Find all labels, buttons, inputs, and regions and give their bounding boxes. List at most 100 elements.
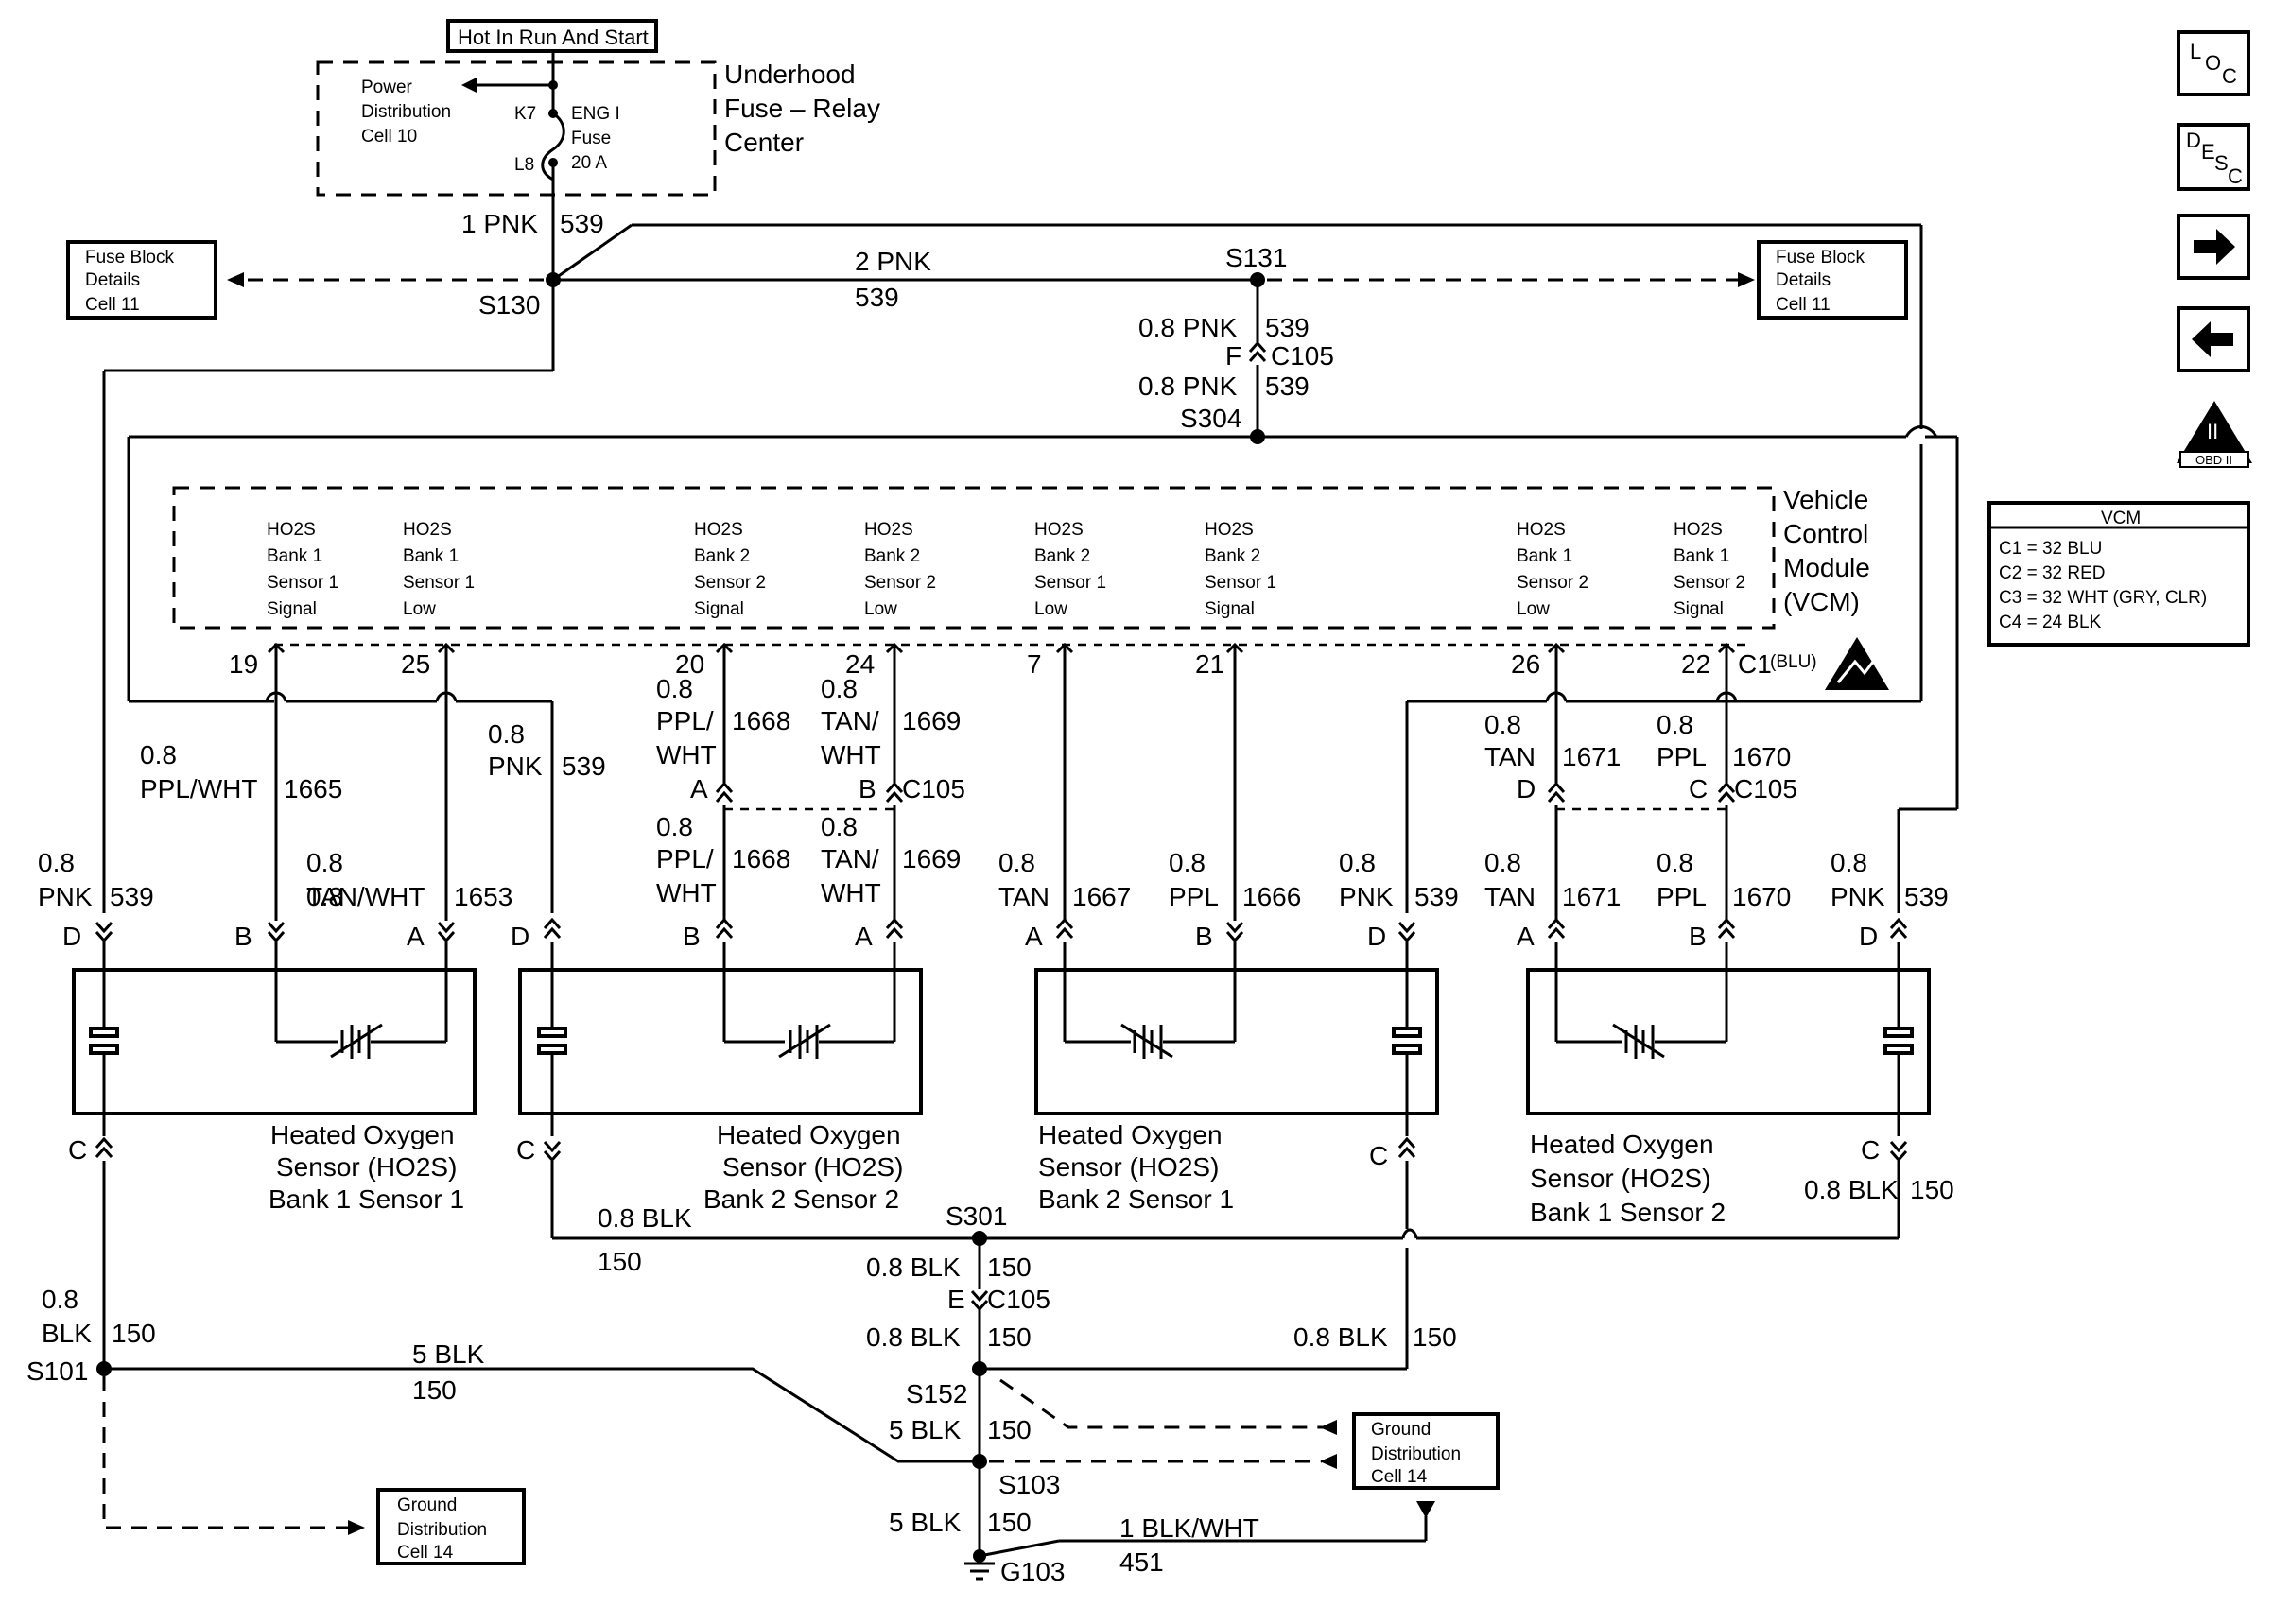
svg-text:Bank 1 Sensor 2: Bank 1 Sensor 2 [1530, 1198, 1726, 1227]
hot-in-run-box: Hot In Run And Start [446, 19, 658, 53]
svg-text:Bank 1 Sensor 1: Bank 1 Sensor 1 [269, 1184, 464, 1214]
loc-button[interactable]: L O C [2177, 30, 2250, 96]
svg-text:Details: Details [1776, 270, 1831, 290]
svg-text:Low: Low [1034, 599, 1067, 619]
s152-label: S152 [906, 1379, 967, 1408]
wire-150-s101: 150 [412, 1375, 457, 1405]
wire-1blkwht: 1 BLK/WHT [1119, 1513, 1259, 1543]
svg-text:WHT: WHT [821, 878, 881, 907]
svg-text:Distribution: Distribution [1371, 1444, 1461, 1464]
ground-distribution-left[interactable]: Ground Distribution Cell 14 [376, 1488, 526, 1565]
svg-text:Heated Oxygen: Heated Oxygen [717, 1120, 901, 1149]
wire-2pnk-label: 2 PNK [855, 247, 931, 276]
previous-page-button[interactable] [2177, 306, 2250, 372]
svg-text:Cell 14: Cell 14 [397, 1543, 454, 1563]
antenna-icon [1416, 1501, 1435, 1518]
vcm-pin-19: 19 [229, 649, 258, 679]
svg-text:Sensor 1: Sensor 1 [1205, 573, 1276, 593]
c105-f-label: C105 [1271, 341, 1334, 371]
svg-text:C4 = 24 BLK: C4 = 24 BLK [1999, 613, 2102, 632]
svg-text:0.8: 0.8 [821, 812, 858, 841]
svg-text:0.8: 0.8 [1657, 848, 1693, 877]
sensor-element-icon [778, 1023, 831, 1059]
sensor-element-icon [1120, 1023, 1173, 1059]
svg-text:Vehicle: Vehicle [1783, 485, 1868, 514]
wire-539-label-top: 539 [560, 209, 604, 238]
svg-text:Control: Control [1783, 519, 1868, 548]
vcm-signal-b1s2-low: HO2S Bank 1 Sensor 2 Low [1517, 520, 1588, 619]
svg-text:Fuse Block: Fuse Block [1776, 248, 1865, 268]
svg-text:C3 = 32 WHT (GRY, CLR): C3 = 32 WHT (GRY, CLR) [1999, 588, 2207, 608]
next-page-button[interactable] [2177, 214, 2250, 280]
svg-text:HO2S: HO2S [1674, 520, 1723, 540]
svg-text:Ground: Ground [1371, 1420, 1431, 1440]
svg-text:Sensor (HO2S): Sensor (HO2S) [1038, 1152, 1219, 1182]
wire-150-b2s1: 150 [1413, 1322, 1457, 1352]
svg-text:Heated Oxygen: Heated Oxygen [1038, 1120, 1223, 1149]
svg-text:Cell 10: Cell 10 [361, 127, 417, 147]
sensor-pin-letters: D B A D B A A B D A B D [62, 922, 1878, 951]
wire-5blk-s101: 5 BLK [412, 1339, 485, 1369]
svg-text:HO2S: HO2S [403, 520, 452, 540]
conn-e-label: E [947, 1285, 965, 1314]
ground-distribution-mid[interactable]: Ground Distribution Cell 14 [1352, 1412, 1500, 1490]
wire-08blk-b2s1: 0.8 BLK [1293, 1322, 1388, 1352]
svg-text:1668: 1668 [732, 706, 790, 735]
wire-labels-upper: 0.8 PPL/WHT 1665 0.8 PNK 539 0.8 PPL/ WH… [140, 674, 1797, 907]
eng-fuse-label: ENG I Fuse 20 A [571, 104, 620, 173]
svg-text:Fuse Block: Fuse Block [85, 248, 174, 268]
svg-text:Sensor (HO2S): Sensor (HO2S) [276, 1152, 457, 1182]
power-distribution-label: Power Distribution Cell 10 [361, 78, 451, 147]
vcm-signal-b1s1-signal: HO2S Bank 1 Sensor 1 Signal [267, 520, 338, 619]
arrow-right-icon [1738, 272, 1755, 287]
vcm-outline [172, 486, 1776, 630]
fuse-block-details-left[interactable]: Fuse Block Details Cell 11 [66, 240, 217, 320]
svg-text:Cell 11: Cell 11 [1776, 295, 1831, 315]
svg-text:Bank 2 Sensor 2: Bank 2 Sensor 2 [703, 1184, 899, 1214]
svg-text:Module: Module [1783, 553, 1870, 582]
s304-label: S304 [1180, 404, 1241, 433]
svg-text:D: D [1367, 922, 1386, 951]
svg-text:PPL: PPL [1657, 742, 1707, 771]
vcm-connector-legend: VCM C1 = 32 BLU C2 = 32 RED C3 = 32 WHT … [1987, 501, 2250, 647]
fuse-block-details-right[interactable]: Fuse Block Details Cell 11 [1757, 240, 1908, 320]
svg-text:A: A [855, 922, 873, 951]
wire-150-s301: 150 [598, 1247, 642, 1276]
svg-text:PNK: PNK [1831, 882, 1885, 911]
wire-08blk-s301: 0.8 BLK [598, 1203, 692, 1233]
svg-text:Bank 1: Bank 1 [1517, 546, 1572, 566]
sensor-element-icon [330, 1023, 383, 1059]
wire-08blk-c105-up: 0.8 BLK [866, 1253, 961, 1282]
s103-label: S103 [998, 1470, 1060, 1499]
svg-text:A: A [690, 774, 708, 803]
wire-539-lower: 539 [1265, 371, 1310, 401]
s101-label: S101 [26, 1356, 88, 1386]
svg-text:Sensor 1: Sensor 1 [267, 573, 338, 593]
svg-text:Sensor (HO2S): Sensor (HO2S) [722, 1152, 903, 1182]
svg-text:Center: Center [724, 128, 804, 157]
svg-text:Distribution: Distribution [361, 102, 451, 122]
svg-text:O: O [2205, 51, 2221, 75]
svg-text:WHT: WHT [656, 740, 717, 769]
arrow-right-icon [2194, 229, 2235, 265]
svg-text:Signal: Signal [267, 599, 317, 619]
svg-text:B: B [683, 922, 701, 951]
svg-text:WHT: WHT [656, 878, 717, 907]
arrow-left-icon [461, 78, 477, 93]
svg-text:Heated Oxygen: Heated Oxygen [270, 1120, 455, 1149]
svg-text:Fuse: Fuse [571, 129, 611, 148]
wire-150-s152: 150 [987, 1415, 1032, 1444]
svg-text:Cell 11: Cell 11 [85, 295, 140, 315]
svg-text:Sensor 1: Sensor 1 [403, 573, 475, 593]
wire-08pnk-upper: 0.8 PNK [1138, 313, 1238, 342]
g103-label: G103 [1000, 1557, 1066, 1586]
svg-text:ENG I: ENG I [571, 104, 620, 124]
svg-text:0.8: 0.8 [1169, 848, 1206, 877]
svg-text:0.8: 0.8 [1484, 848, 1521, 877]
ground-symbol-icon [964, 1562, 995, 1581]
svg-text:Sensor 2: Sensor 2 [864, 573, 936, 593]
fuse-center-name: Underhood Fuse – Relay Center [724, 60, 880, 157]
svg-text:Sensor 1: Sensor 1 [1034, 573, 1106, 593]
desc-button[interactable]: D E S C [2177, 123, 2250, 191]
svg-text:Low: Low [864, 599, 897, 619]
